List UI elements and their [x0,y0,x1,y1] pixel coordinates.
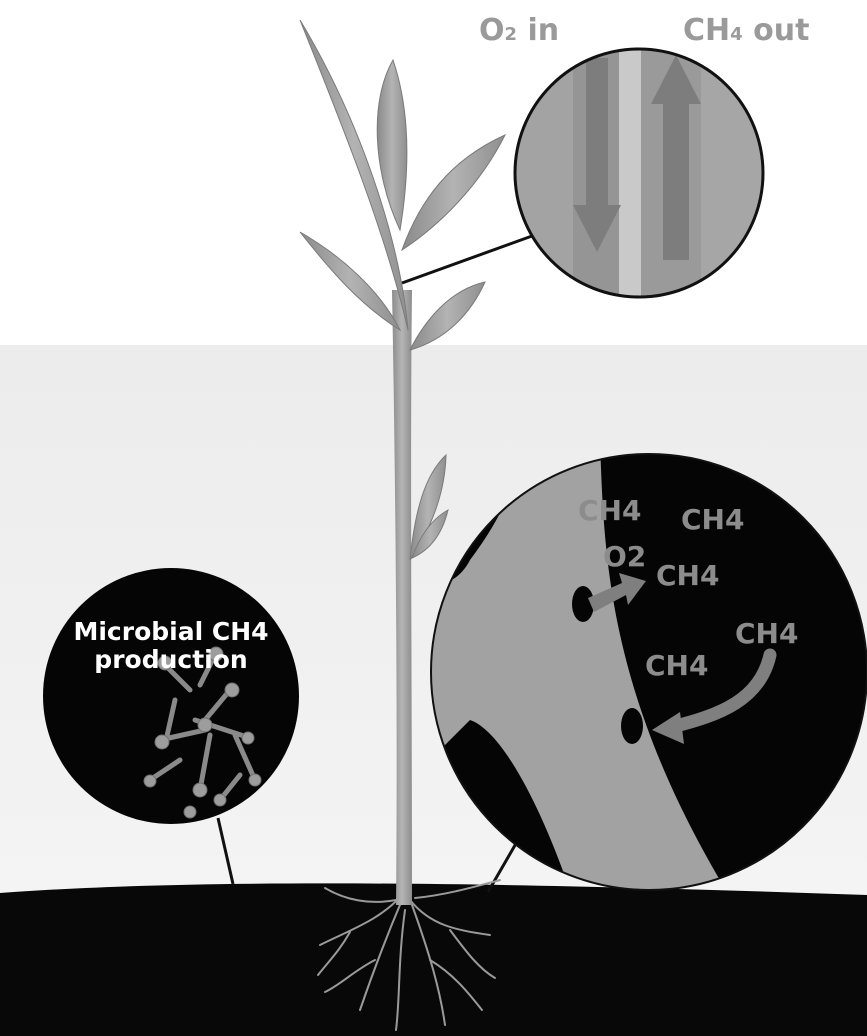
root-label-ch4-3: CH4 [656,559,719,592]
stem-pointer-line [402,236,532,283]
root-pore-lower [621,708,643,744]
root-label-ch4-5: CH4 [645,649,708,682]
root-label-ch4-2: CH4 [681,503,744,536]
ch4-out-label: CH4 out [683,13,809,48]
microbe-title-line2: production [94,645,247,674]
root-label-ch4-4: CH4 [735,617,798,650]
root-label-ch4-1: CH4 [578,494,641,527]
soil-layer [0,883,867,1036]
microbe-zoom-circle: Microbial CH4 production [43,568,299,824]
root-label-o2: O2 [603,540,646,573]
microbe-title-line1: Microbial CH4 [73,617,268,646]
stem-zoom-circle [500,40,781,310]
o2-in-label: O2 in [479,13,559,48]
